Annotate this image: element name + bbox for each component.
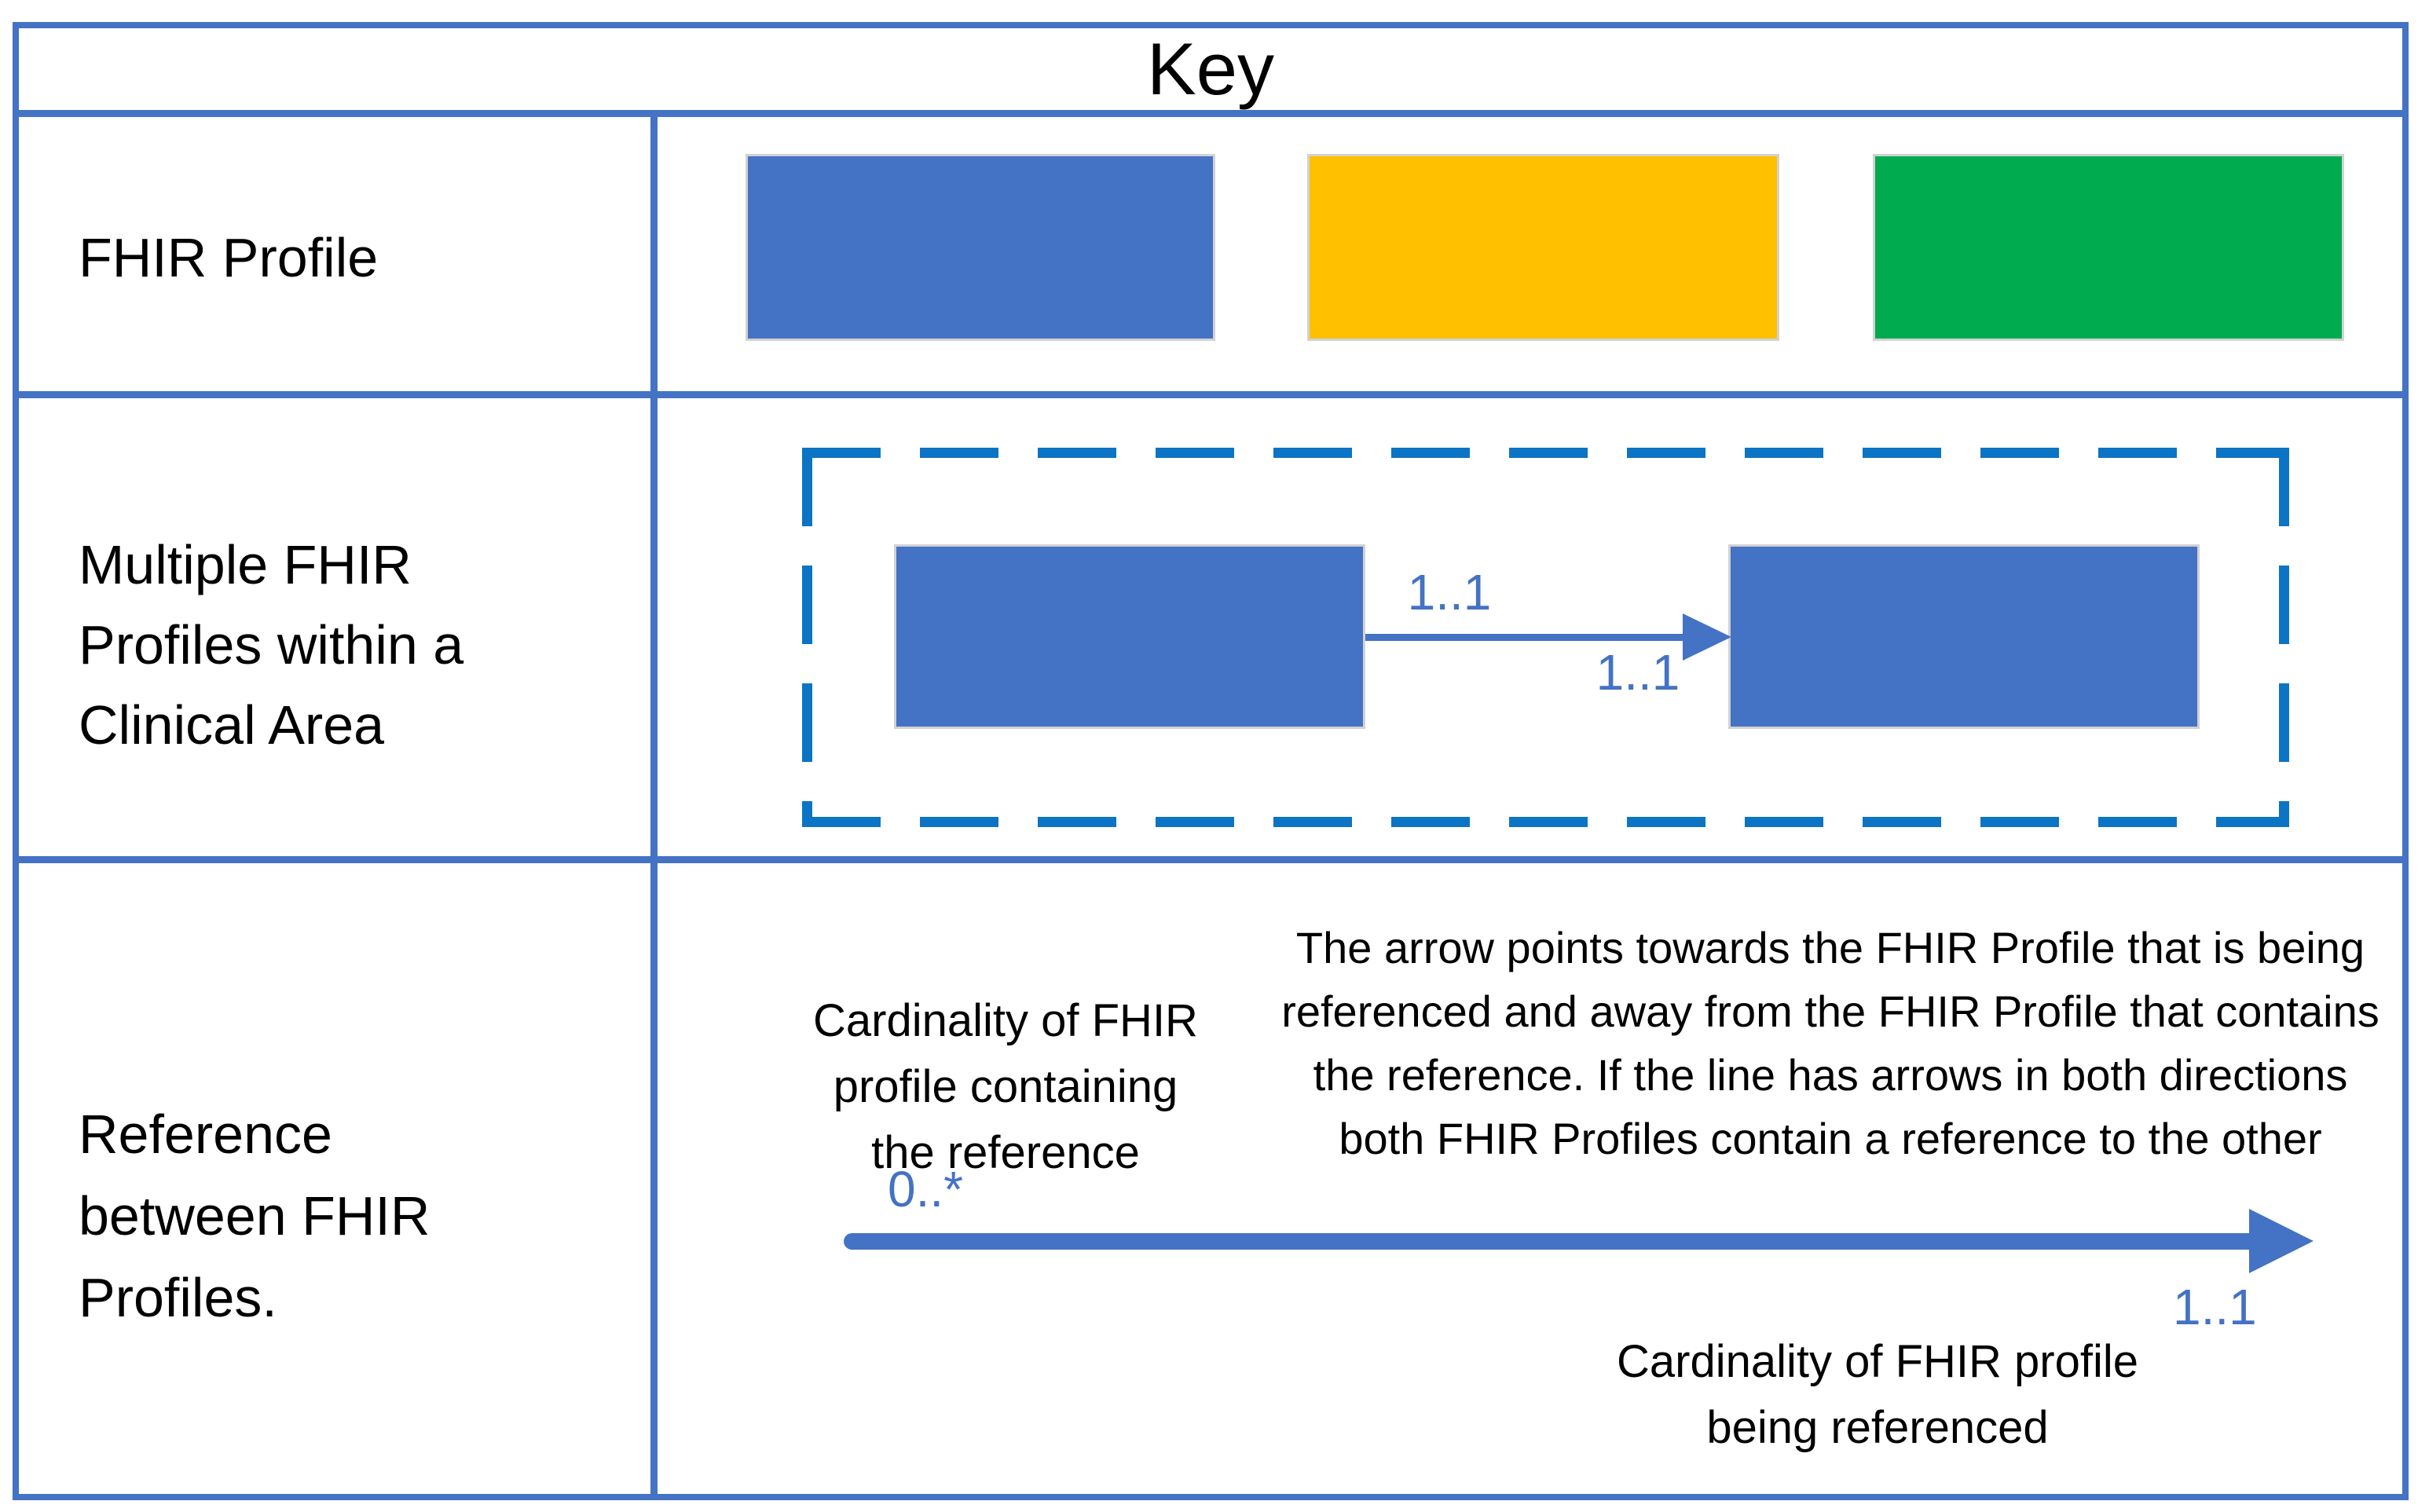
row2-label-line2: Profiles within a [79, 614, 464, 675]
cardinality-above-connector: 1..1 [1407, 564, 1492, 621]
fhir-profile-swatch-yellow [1307, 154, 1779, 341]
containing-caption-line3: the reference [871, 1127, 1140, 1178]
reference-arrowhead-icon [2249, 1209, 2314, 1273]
grid-line-column-divider [650, 116, 658, 1494]
row2-label-line1: Multiple FHIR [79, 534, 412, 595]
containing-cardinality-caption: Cardinality of FHIR profile containing t… [731, 988, 1280, 1186]
profile-connector-arrowhead-icon [1683, 613, 1731, 661]
row2-label-line3: Clinical Area [79, 694, 385, 756]
arrow-direction-description: The arrow points towards the FHIR Profil… [1281, 923, 2380, 1163]
legend-title: Key [1147, 27, 1274, 110]
referenced-cardinality-value: 1..1 [2173, 1279, 2257, 1335]
fhir-profile-box-target [1728, 544, 2200, 729]
profile-connector-line [1365, 634, 1683, 641]
row3-label: Reference between FHIR Profiles. [79, 1093, 430, 1338]
row1-label-text: FHIR Profile [79, 227, 379, 288]
row1-label: FHIR Profile [79, 226, 378, 289]
grid-line-below-row2 [19, 856, 2402, 863]
row3-label-line1: Reference [79, 1104, 332, 1165]
referenced-caption-line2: being referenced [1706, 1402, 2049, 1453]
fhir-profile-box-source [894, 544, 1365, 729]
containing-cardinality-value: 0..* [888, 1161, 964, 1217]
row3-label-line2: between FHIR [79, 1185, 430, 1247]
fhir-profile-swatch-green [1873, 154, 2344, 341]
fhir-profile-swatch-blue [746, 154, 1215, 341]
containing-caption-line1: Cardinality of FHIR [813, 995, 1198, 1046]
referenced-cardinality-caption: Cardinality of FHIR profile being refere… [1599, 1329, 2156, 1461]
cardinality-below-connector: 1..1 [1596, 644, 1680, 701]
grid-line-below-row1 [19, 391, 2402, 398]
reference-arrow-line [844, 1233, 2249, 1250]
row2-label: Multiple FHIR Profiles within a Clinical… [79, 525, 463, 765]
grid-line-below-header [19, 110, 2402, 117]
referenced-caption-line1: Cardinality of FHIR profile [1617, 1336, 2138, 1387]
containing-caption-line2: profile containing [833, 1061, 1178, 1112]
row3-label-line3: Profiles. [79, 1267, 277, 1328]
